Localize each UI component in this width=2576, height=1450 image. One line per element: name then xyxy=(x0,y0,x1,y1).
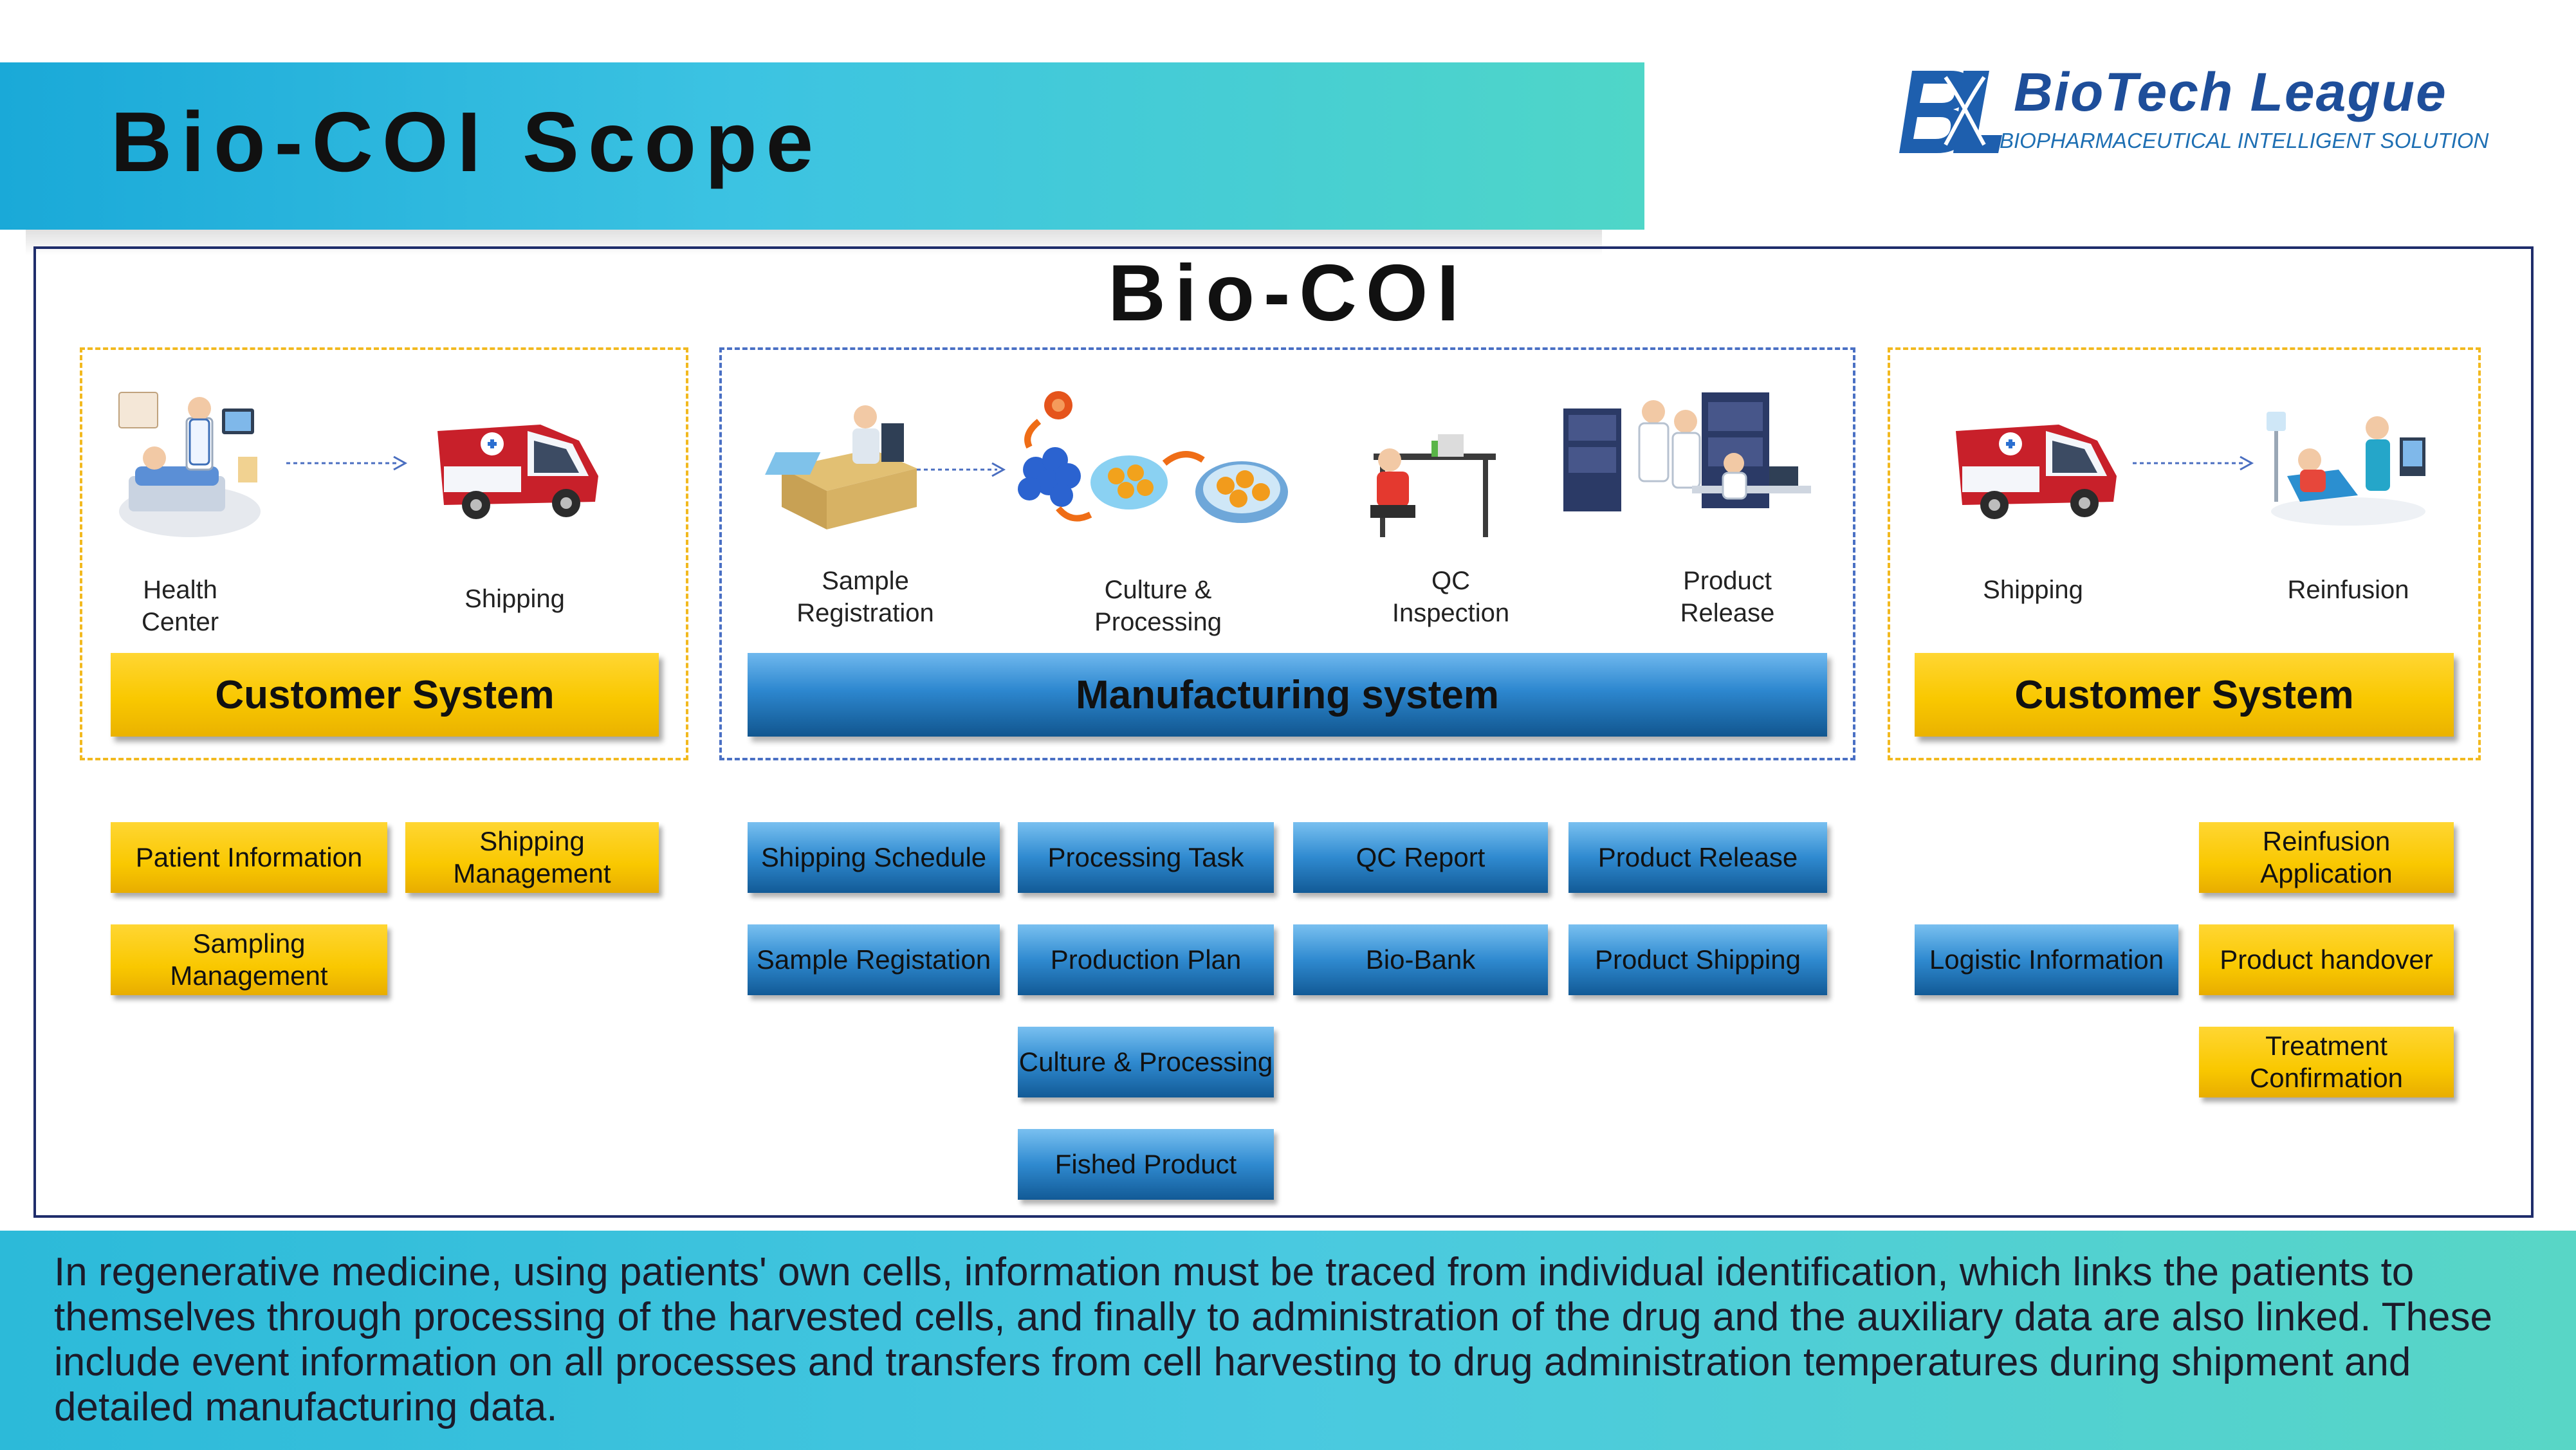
step-label-product-release: Product Release xyxy=(1680,567,1775,627)
box-shipping-management: Shipping Management xyxy=(405,822,659,893)
step-label-culture-processing: Culture & Processing xyxy=(1094,576,1222,636)
box-shipping-schedule: Shipping Schedule xyxy=(748,822,1000,893)
footer-description: In regenerative medicine, using patients… xyxy=(54,1250,2492,1429)
box-culture-processing: Culture & Processing xyxy=(1018,1027,1274,1097)
diagram-title: Bio-COI xyxy=(1108,249,1468,338)
reinfusion-icon xyxy=(2267,412,2425,526)
step-label-shipping-left: Shipping xyxy=(465,585,565,613)
culture-processing-icon xyxy=(1018,391,1288,523)
box-logistic-information: Logistic Information xyxy=(1915,924,2178,995)
diagram-frame xyxy=(33,246,2534,1218)
box-sampling-management: Sampling Management xyxy=(111,924,387,995)
manufacturing-group xyxy=(719,347,1855,760)
box-product-release: Product Release xyxy=(1569,822,1827,893)
box-sample-registation: Sample Registation xyxy=(748,924,1000,995)
arrow-icon xyxy=(286,455,408,471)
logo-name: BioTech League xyxy=(2014,62,2447,122)
arrow-icon xyxy=(917,462,1006,477)
step-label-qc-inspection: QC Inspection xyxy=(1392,567,1510,627)
box-fished-product: Fished Product xyxy=(1018,1129,1274,1200)
banner-shadow xyxy=(26,230,1602,255)
biotech-league-logo-mark xyxy=(1899,71,2002,153)
box-treatment-confirmation: Treatment Confirmation xyxy=(2199,1027,2454,1097)
manufacturing-system-bar: Manufacturing system xyxy=(748,653,1827,737)
product-release-icon xyxy=(1563,392,1811,511)
health-center-icon xyxy=(118,392,261,537)
ambulance-icon xyxy=(1956,425,2117,519)
box-production-plan: Production Plan xyxy=(1018,924,1274,995)
box-qc-report: QC Report xyxy=(1293,822,1548,893)
sample-registration-icon xyxy=(765,405,917,529)
page-title: Bio-COI Scope xyxy=(111,95,823,189)
customer-system-bar-right: Customer System xyxy=(1915,653,2454,737)
step-label-health-center: Health Center xyxy=(141,576,219,636)
step-label-shipping-right: Shipping xyxy=(1983,576,2083,604)
qc-inspection-icon xyxy=(1370,434,1496,537)
header-banner xyxy=(0,62,1644,230)
logo-tagline: BIOPHARMACEUTICAL INTELLIGENT SOLUTION xyxy=(2000,129,2489,152)
left-customer-group xyxy=(80,347,688,760)
arrow-icon xyxy=(2133,455,2254,471)
customer-system-bar-left: Customer System xyxy=(111,653,659,737)
box-bio-bank: Bio-Bank xyxy=(1293,924,1548,995)
box-processing-task: Processing Task xyxy=(1018,822,1274,893)
step-label-sample-registration: Sample Registration xyxy=(796,567,934,627)
right-customer-group xyxy=(1888,347,2481,760)
box-patient-information: Patient Information xyxy=(111,822,387,893)
step-label-reinfusion: Reinfusion xyxy=(2287,576,2409,604)
box-product-handover: Product handover xyxy=(2199,924,2454,995)
ambulance-icon xyxy=(437,425,598,519)
box-reinfusion-application: Reinfusion Application xyxy=(2199,822,2454,893)
box-product-shipping: Product Shipping xyxy=(1569,924,1827,995)
footer-banner xyxy=(0,1231,2576,1450)
